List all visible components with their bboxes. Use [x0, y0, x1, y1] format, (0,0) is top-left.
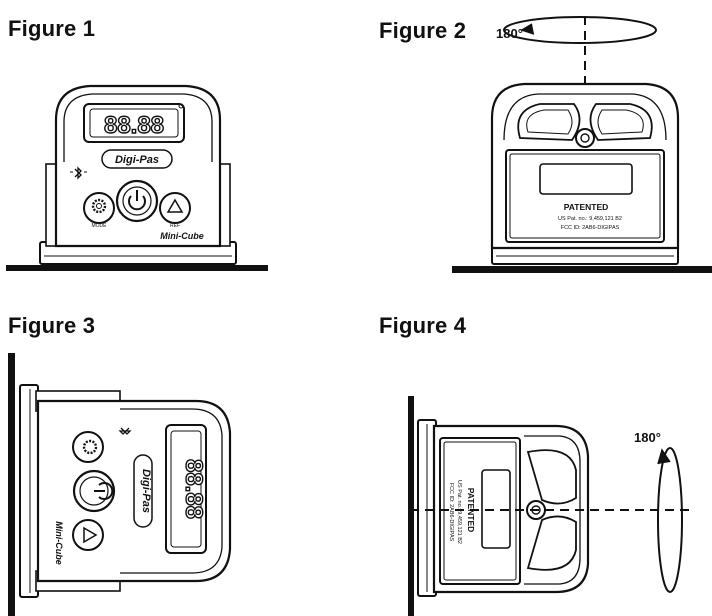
figure-1-logo: Digi-Pas — [101, 149, 173, 169]
figure-3-level-icon — [83, 526, 98, 544]
figure-1-brand: Digi-Pas — [115, 154, 159, 166]
rotate-arrow-icon — [503, 16, 657, 44]
figure-1-title: Figure 1 — [8, 16, 96, 41]
figure-1-surface-line — [6, 265, 268, 271]
bluetooth-icon — [70, 166, 87, 180]
figure-4-rotation-label: 180° — [634, 430, 661, 445]
figure-2-surface-line — [452, 266, 712, 273]
figure-3-model: Mini-Cube — [54, 521, 64, 565]
figure-3-wall-line — [8, 353, 15, 616]
figure-1-display-digits: 88.88 — [104, 112, 164, 139]
figure-2-window — [539, 163, 633, 195]
figure-2-title: Figure 2 — [379, 18, 467, 43]
figure-3-brand: Digi-Pas — [140, 469, 152, 513]
figure-2-rotation-label: 180° — [496, 26, 523, 41]
figure-4-back-side-view: PATENTED US Pat. no.: 9,459,121 B2 FCC I… — [408, 396, 690, 616]
figure-4-title: Figure 4 — [379, 313, 467, 338]
figure-3-power-icon — [98, 482, 114, 500]
figure-4-window — [481, 469, 511, 549]
figure-1-display — [83, 103, 185, 143]
figure-3-display-digits: 88.88 — [180, 459, 207, 519]
figure-3-display — [165, 424, 207, 554]
figure-3-side-view: 88.88 Digi-Pas Mini-Cube — [8, 353, 232, 616]
level-button: REF — [159, 192, 191, 229]
mode-label: MODE — [92, 223, 108, 229]
figure-4-rotate-arrow-icon — [657, 447, 683, 593]
level-icon — [166, 198, 184, 213]
figure-2-back-view: 180° PATENTED US Pat. no.: 9,459,121 B2 … — [452, 16, 712, 273]
figure-4-patent-line3: FCC ID: 2AB6-DIGIPAS — [448, 483, 454, 542]
figure-2-patent-line1: PATENTED — [564, 202, 609, 212]
figure-3-bluetooth-icon — [118, 427, 132, 435]
figure-4-patent-line2: US Pat. no.: 9,459,121 B2 — [456, 480, 462, 544]
power-button — [115, 179, 159, 223]
gear-button: MODE — [83, 192, 115, 229]
figure-3-title: Figure 3 — [8, 313, 96, 338]
figure-3-level-button — [72, 519, 104, 551]
gear-icon — [91, 198, 107, 214]
figure-2-patent-line3: FCC ID: 2AB6-DIGIPAS — [561, 225, 620, 231]
power-icon — [128, 195, 146, 211]
figure-1-front-view: 88.88 Digi-Pas MODE REF Mini-Cube — [6, 84, 268, 271]
figure-3-gear-button — [72, 431, 104, 463]
figure-3-gear-icon — [82, 439, 98, 455]
figure-2-patent-line2: US Pat. no.: 9,459,121 B2 — [558, 216, 622, 222]
ref-label: REF — [170, 223, 180, 229]
figure-1-model: Mini-Cube — [160, 231, 204, 241]
figure-4-wall-line — [408, 396, 414, 616]
